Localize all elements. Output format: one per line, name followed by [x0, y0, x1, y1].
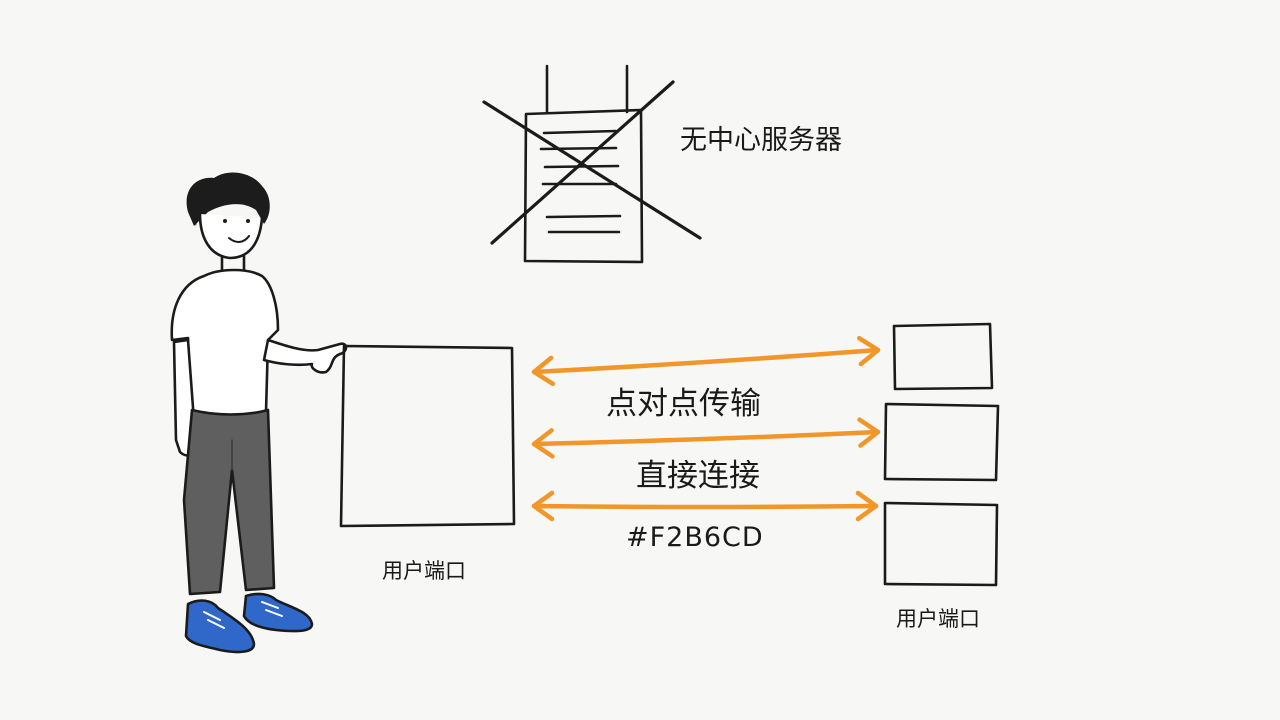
- right-peer-box-2: [883, 402, 1000, 482]
- p2p-arrows: [531, 335, 881, 522]
- person-illustration: [170, 172, 348, 654]
- arrow-top: [531, 335, 881, 387]
- person-shoe-right: [242, 592, 314, 633]
- right-peer-box-3: [883, 501, 999, 587]
- server-crossed-out-icon: [482, 64, 702, 264]
- right-peer-stack: [883, 322, 1000, 587]
- right-peer-box-1: [892, 322, 994, 391]
- color-code-label: #F2B6CD: [626, 522, 764, 553]
- arrow-middle: [531, 417, 881, 459]
- p2p-transfer-label: 点对点传输: [606, 386, 761, 422]
- server-label: 无中心服务器: [680, 125, 842, 156]
- arrow-bottom: [531, 490, 879, 522]
- left-peer-label: 用户端口: [382, 559, 466, 583]
- right-peer-label: 用户端口: [896, 607, 980, 631]
- person-pants: [182, 408, 276, 596]
- direct-connection-label: 直接连接: [636, 458, 760, 494]
- left-peer-box: [339, 344, 516, 528]
